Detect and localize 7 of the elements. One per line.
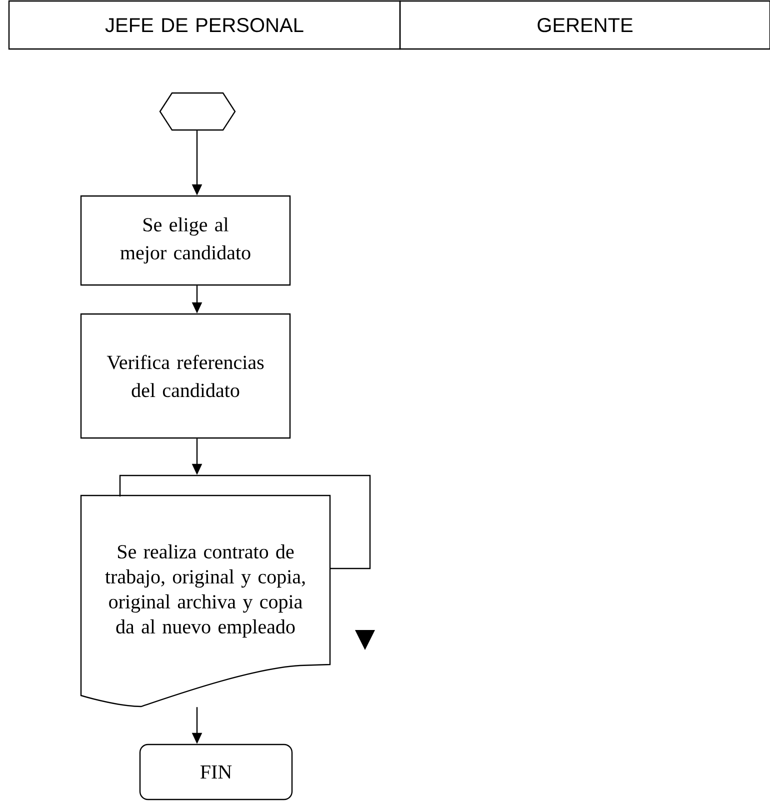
terminal-box: FIN [139,744,293,800]
process-box: Se elige al mejor candidato [80,195,291,286]
header-cell: GERENTE [399,0,770,50]
header-cell: JEFE DE PERSONAL [8,0,401,50]
process-box: Verifica referencias del candidato [80,313,291,439]
start-hexagon [159,92,236,131]
document-box: Se realiza contrato de trabajo, original y copia, original archiva y copia da al nuevo empleado [80,474,371,708]
